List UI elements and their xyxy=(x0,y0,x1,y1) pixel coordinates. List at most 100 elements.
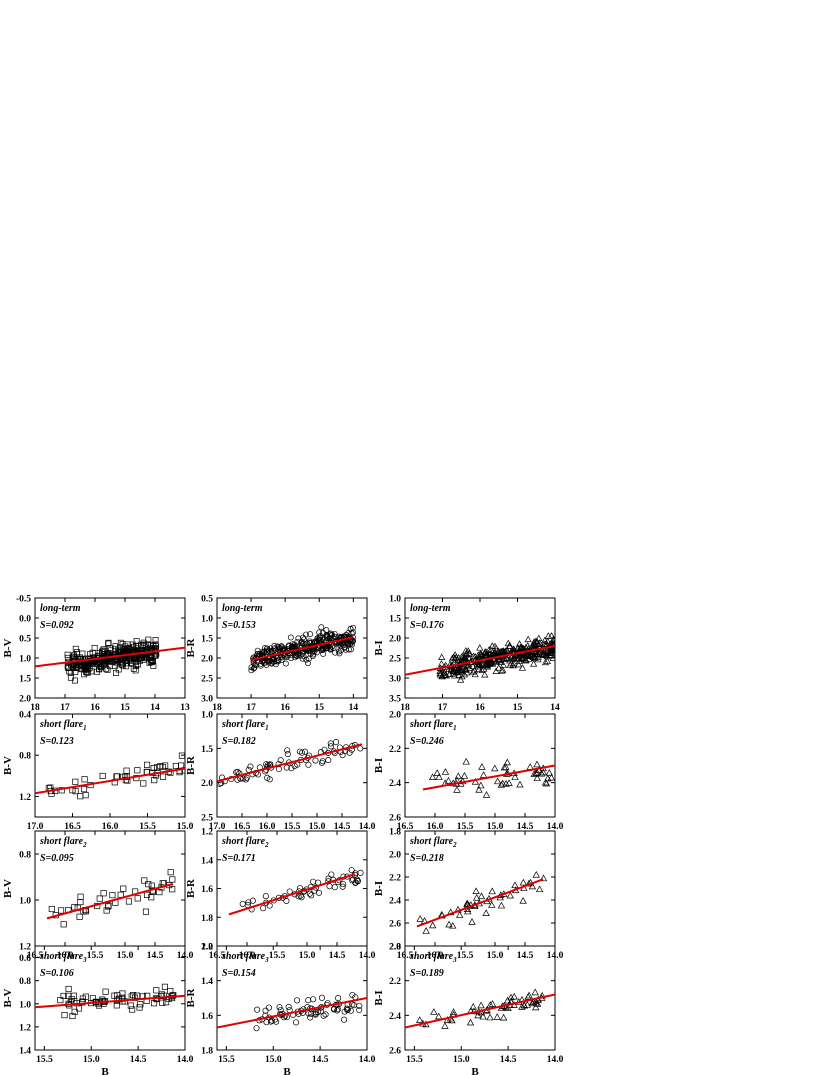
panel-label-subscript: 2 xyxy=(452,841,457,849)
x-tick-label: 14.0 xyxy=(177,1055,194,1065)
data-point xyxy=(449,1008,458,1015)
x-tick-label: 17 xyxy=(246,703,256,713)
data-point xyxy=(504,639,512,647)
y-tick-label: 1.0 xyxy=(201,615,213,625)
data-point xyxy=(152,637,159,643)
data-point xyxy=(453,656,462,664)
data-point xyxy=(176,767,183,775)
data-point xyxy=(296,885,304,892)
data-point xyxy=(239,900,246,907)
data-point xyxy=(545,648,554,656)
x-tick-label: 14.5 xyxy=(334,822,351,832)
data-point xyxy=(282,660,289,667)
y-axis-title: B-V xyxy=(2,756,14,775)
data-point xyxy=(518,644,526,651)
data-point xyxy=(117,639,124,646)
data-point xyxy=(275,643,282,650)
data-point xyxy=(144,761,151,768)
data-point xyxy=(57,997,64,1004)
data-point xyxy=(234,768,241,775)
data-point xyxy=(489,660,497,667)
x-tick-label: 15.5 xyxy=(87,951,104,961)
panel-label-subscript: 3 xyxy=(452,956,457,964)
data-point xyxy=(471,670,479,678)
data-point xyxy=(549,654,555,661)
x-tick-label: 17.0 xyxy=(209,822,226,832)
data-point xyxy=(334,1007,341,1014)
data-point xyxy=(143,891,151,898)
x-tick-label: 13 xyxy=(180,703,190,713)
data-point xyxy=(262,659,269,666)
panel-label: long-term xyxy=(410,603,451,614)
x-tick-label: 15.0 xyxy=(487,951,504,961)
data-point xyxy=(99,772,106,780)
y-tick-label: -0.5 xyxy=(16,595,31,605)
x-tick-label: 14 xyxy=(150,703,160,713)
data-point xyxy=(48,905,55,913)
data-point xyxy=(154,996,161,1003)
y-tick-label: 1.5 xyxy=(389,615,401,625)
panel-label-text: short flare xyxy=(221,719,266,730)
axes-frame xyxy=(404,830,556,947)
data-point xyxy=(167,869,174,876)
data-point xyxy=(103,907,110,914)
data-point xyxy=(519,878,528,886)
data-point xyxy=(113,659,120,666)
data-point xyxy=(260,905,267,912)
data-point xyxy=(156,889,163,896)
data-point xyxy=(507,659,515,666)
data-point xyxy=(462,649,470,657)
data-point xyxy=(456,911,464,918)
data-point xyxy=(518,654,527,662)
y-tick-label: 2.0 xyxy=(201,943,213,953)
dispersion-label: S=0.095 xyxy=(40,853,74,864)
data-point xyxy=(350,1002,358,1009)
data-point xyxy=(169,876,176,883)
data-point xyxy=(466,1018,475,1026)
y-tick-label: 1.5 xyxy=(201,635,213,645)
panel-label-subscript: 2 xyxy=(82,841,87,849)
data-point xyxy=(295,650,302,657)
scatter-points xyxy=(35,752,185,800)
axes-frame xyxy=(404,945,556,1051)
x-tick-label: 15.0 xyxy=(265,1055,282,1065)
data-point xyxy=(497,780,506,788)
data-point xyxy=(477,781,485,789)
axes-frame xyxy=(34,830,186,947)
x-tick-label: 16.0 xyxy=(427,822,444,832)
data-point xyxy=(294,653,301,660)
data-point xyxy=(515,660,523,668)
dispersion-label: S=0.106 xyxy=(40,968,74,979)
data-point xyxy=(491,764,499,772)
data-point xyxy=(487,658,495,666)
data-point xyxy=(288,765,295,772)
data-point xyxy=(503,758,511,766)
data-point xyxy=(329,643,336,650)
x-tick-label: 16.0 xyxy=(102,822,119,832)
data-point xyxy=(488,887,496,895)
panel-label: short flare3 xyxy=(221,951,269,964)
data-point xyxy=(162,762,169,769)
y-tick-label: 1.4 xyxy=(201,856,213,866)
data-point xyxy=(536,639,544,646)
y-axis-title: B-I xyxy=(373,640,385,655)
data-point xyxy=(105,640,112,647)
data-point xyxy=(475,785,483,793)
x-tick-label: 14.5 xyxy=(517,822,534,832)
data-point xyxy=(167,769,174,776)
y-tick-label: 2.0 xyxy=(19,695,31,705)
data-point xyxy=(416,915,424,922)
data-point xyxy=(441,768,450,775)
data-point xyxy=(328,871,335,878)
y-tick-label: 2.8 xyxy=(389,943,401,953)
data-point xyxy=(476,644,484,651)
data-point xyxy=(77,893,84,900)
fit-line xyxy=(416,878,544,928)
data-point xyxy=(445,920,453,928)
data-point xyxy=(507,993,515,1001)
data-point xyxy=(531,640,539,647)
data-point xyxy=(298,894,305,901)
axes-frame xyxy=(34,945,186,1051)
